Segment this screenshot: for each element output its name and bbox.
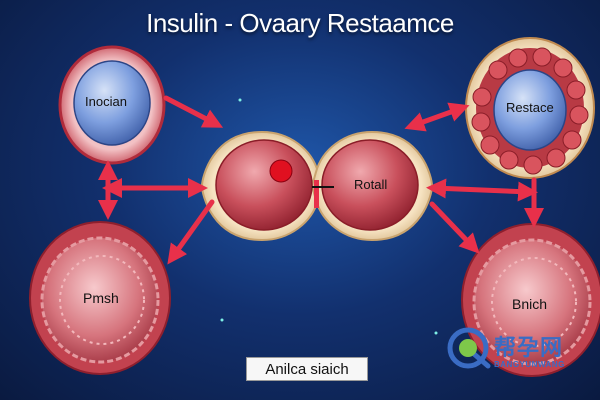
sparkle: [434, 331, 438, 335]
bottom-left-cell: [29, 221, 171, 375]
top-left-cell: [58, 45, 166, 165]
arrow-top-left-to-center: [163, 95, 224, 128]
watermark-subtext: BANGYUNWANG: [494, 360, 565, 369]
watermark-text: 帮孕网: [494, 336, 564, 361]
top-right-cell: [465, 37, 595, 179]
arrow-center-to-bottom-left: [167, 199, 215, 265]
label-top-right: Restace: [506, 100, 554, 115]
caption-box: Anilca siaich: [246, 357, 368, 381]
sparkle: [238, 98, 242, 102]
center-cell-pair: [200, 130, 434, 242]
red-dot: [269, 159, 293, 183]
label-bottom-left: Pmsh: [83, 290, 119, 306]
label-bottom-right: Bnich: [512, 296, 548, 312]
label-top-left: Inocian: [85, 94, 127, 109]
diagram-title: Insulin - Ovaary Restaamce: [146, 8, 454, 38]
sparkle: [220, 318, 224, 322]
arrow-center-right-horizontal: [426, 178, 538, 202]
arrow-center-to-bottom-right: [429, 201, 480, 254]
watermark-logo-icon: [447, 327, 491, 369]
arrow-center-to-top-right: [404, 102, 470, 132]
label-center: Rotall: [354, 177, 388, 192]
